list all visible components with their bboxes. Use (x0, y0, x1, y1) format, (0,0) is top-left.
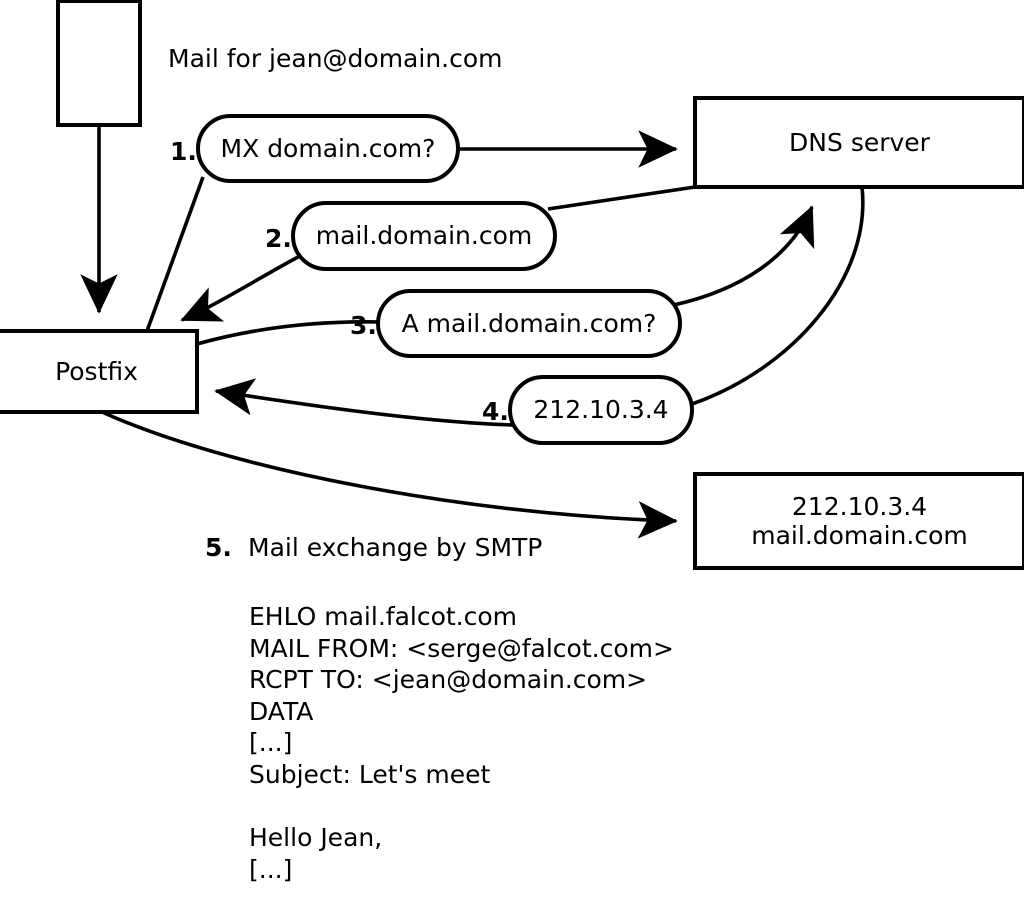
step-3-number: 3. (350, 311, 377, 340)
step-4-label: 212.10.3.4 (533, 395, 669, 425)
node-postfix-shape (0, 329, 199, 414)
edge-postfix-to-step3 (196, 320, 382, 346)
node-client-label (58, 1, 140, 125)
step-4-bubble-shape (508, 375, 694, 445)
edge-dns-to-step4 (691, 186, 865, 406)
node-target-host-hostname: mail.domain.com (751, 521, 968, 550)
edge-postfix-to-step1 (145, 176, 205, 332)
edge-postfix-to-target (101, 410, 678, 539)
step-5-number: 5. (205, 533, 232, 562)
step-1-number: 1. (170, 137, 197, 166)
edge-dns-to-step2 (547, 185, 696, 211)
edge-step2-to-postfix (180, 254, 301, 322)
node-target-host-shape (693, 472, 1024, 570)
node-target-host-ip: 212.10.3.4 (791, 491, 928, 521)
step-3-bubble-shape (376, 289, 682, 358)
step-1-bubble-shape (196, 114, 460, 183)
page-title: Mail for jean@domain.com (168, 44, 503, 73)
step-5-label: Mail exchange by SMTP (248, 533, 543, 562)
step-2-label: mail.domain.com (315, 221, 533, 251)
edge-step4-to-postfix (214, 378, 514, 427)
smtp-transcript: EHLO mail.falcot.com MAIL FROM: <serge@f… (249, 602, 674, 919)
node-postfix-label: Postfix (55, 356, 138, 386)
step-1-label: MX domain.com? (220, 133, 436, 163)
node-dns-server-label: DNS server (789, 127, 930, 157)
node-client-shape (56, 0, 142, 127)
node-target-host-label: 212.10.3.4 mail.domain.com (695, 474, 1024, 568)
step-2-number: 2. (265, 224, 292, 253)
node-dns-server-shape (693, 96, 1024, 189)
step-3-label: A mail.domain.com? (401, 308, 657, 338)
step-2-bubble-shape (291, 201, 557, 271)
edge-step3-to-dns (673, 205, 815, 307)
step-4-number: 4. (482, 397, 509, 426)
